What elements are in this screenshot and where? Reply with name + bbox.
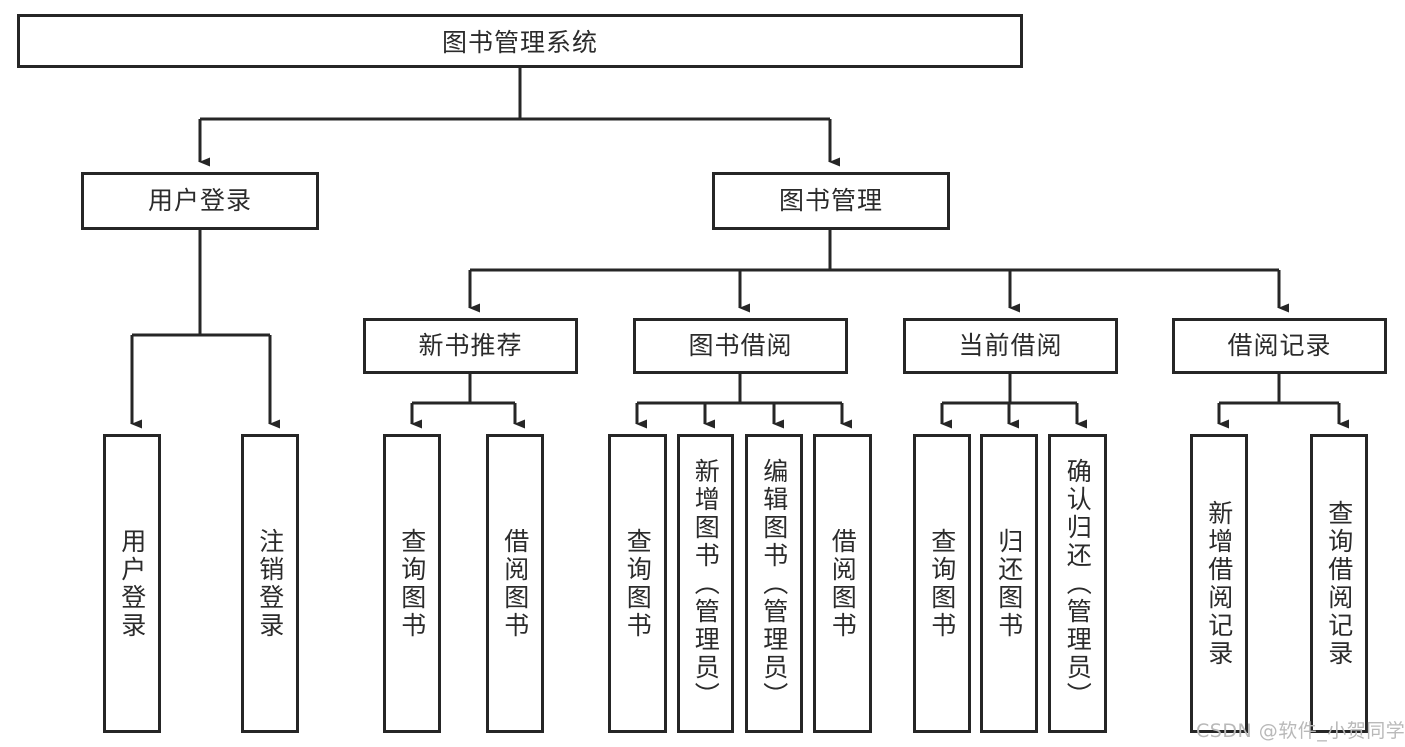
node-root-system[interactable]: 图书管理系统 [17, 14, 1023, 68]
node-label: 当前借阅 [958, 331, 1063, 360]
leaf-user-login[interactable]: 用户登录 [103, 434, 161, 733]
node-label: 查询图书 [927, 527, 957, 640]
node-label: 确认归还（管理员） [1063, 457, 1093, 710]
leaf-borrow-books-borrowing[interactable]: 借阅图书 [813, 434, 872, 733]
node-label: 查询借阅记录 [1324, 499, 1354, 668]
node-label: 查询图书 [623, 527, 653, 640]
node-label: 查询图书 [397, 527, 427, 640]
leaf-query-books-newbook[interactable]: 查询图书 [383, 434, 441, 733]
leaf-query-books-current[interactable]: 查询图书 [913, 434, 971, 733]
leaf-query-borrow-record[interactable]: 查询借阅记录 [1310, 434, 1368, 733]
node-borrow-records[interactable]: 借阅记录 [1172, 318, 1387, 374]
node-new-book-recommendation[interactable]: 新书推荐 [363, 318, 578, 374]
leaf-confirm-return-admin[interactable]: 确认归还（管理员） [1048, 434, 1107, 733]
node-label: 归还图书 [994, 527, 1024, 640]
leaf-query-books-borrowing[interactable]: 查询图书 [608, 434, 667, 733]
node-label: 新增图书（管理员） [691, 457, 721, 710]
leaf-borrow-books-newbook[interactable]: 借阅图书 [486, 434, 544, 733]
leaf-edit-book-admin[interactable]: 编辑图书（管理员） [745, 434, 803, 733]
node-label: 借阅图书 [828, 527, 858, 640]
csdn-watermark: CSDN @软件_小贺同学 [1196, 716, 1405, 743]
node-user-login[interactable]: 用户登录 [81, 172, 319, 230]
watermark-text: CSDN @软件_小贺同学 [1196, 720, 1405, 742]
node-label: 新增借阅记录 [1204, 499, 1234, 668]
node-label: 注销登录 [255, 527, 285, 640]
node-label: 图书借阅 [688, 331, 793, 360]
leaf-add-book-admin[interactable]: 新增图书（管理员） [677, 434, 734, 733]
node-label: 用户登录 [117, 527, 147, 640]
node-label: 借阅记录 [1227, 331, 1332, 360]
node-book-management[interactable]: 图书管理 [712, 172, 950, 230]
node-label: 借阅图书 [500, 527, 530, 640]
leaf-logout[interactable]: 注销登录 [241, 434, 299, 733]
node-book-borrowing[interactable]: 图书借阅 [633, 318, 848, 374]
node-label: 图书管理系统 [441, 28, 598, 57]
node-label: 图书管理 [778, 186, 883, 215]
node-current-borrowing[interactable]: 当前借阅 [903, 318, 1118, 374]
leaf-add-borrow-record[interactable]: 新增借阅记录 [1190, 434, 1248, 733]
leaf-return-books[interactable]: 归还图书 [980, 434, 1038, 733]
node-label: 用户登录 [147, 186, 252, 215]
node-label: 编辑图书（管理员） [759, 457, 789, 710]
node-label: 新书推荐 [418, 331, 523, 360]
